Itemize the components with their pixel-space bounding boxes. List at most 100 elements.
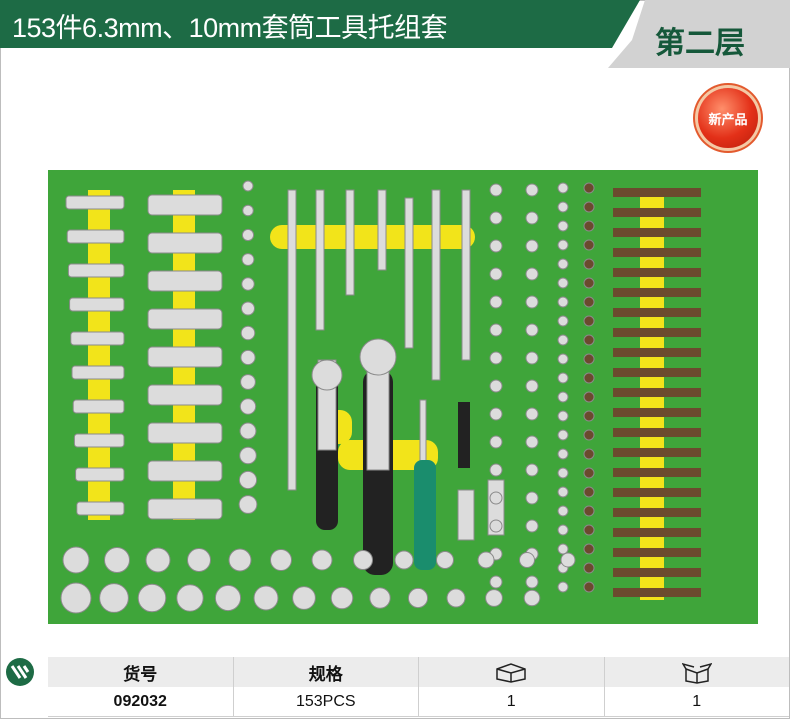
box-open-icon (681, 662, 712, 684)
socket (76, 501, 125, 516)
bit-socket (525, 435, 539, 449)
universal-joint (457, 489, 475, 541)
bit (583, 581, 595, 593)
bit (557, 315, 569, 327)
socket (187, 548, 211, 572)
deep-socket (147, 422, 223, 444)
bit (557, 220, 569, 232)
socket (241, 253, 255, 266)
ratchet-head (366, 359, 390, 471)
bit (557, 277, 569, 289)
bit-socket (489, 463, 503, 477)
bit (583, 448, 595, 460)
long-bit (613, 348, 701, 357)
bit-socket (489, 295, 503, 309)
bit-socket (489, 239, 503, 253)
bit (583, 391, 595, 403)
item-qty-carton: 1 (604, 687, 789, 717)
socket (75, 467, 125, 482)
bit-socket (525, 295, 539, 309)
socket (241, 228, 255, 242)
table-header-row: 货号 规格 (48, 657, 789, 687)
socket (67, 263, 125, 278)
bit (557, 410, 569, 422)
long-bit (613, 448, 701, 457)
bit (583, 220, 595, 232)
item-code: 092032 (48, 687, 234, 717)
long-bit (613, 588, 701, 597)
screwdriver-shaft (419, 399, 427, 466)
socket (69, 297, 125, 312)
page-title: 153件6.3mm、10mm套筒工具托组套 (12, 13, 448, 43)
header-item-code: 货号 (48, 657, 234, 687)
socket (239, 422, 257, 440)
holder-strip (270, 225, 475, 249)
bit (583, 543, 595, 555)
brand-logo-icon (6, 658, 34, 686)
bit (583, 239, 595, 251)
bit (557, 581, 569, 593)
bit (557, 334, 569, 346)
bit-socket (525, 575, 539, 589)
socket (104, 547, 130, 573)
socket (241, 277, 255, 291)
long-bit (613, 528, 701, 537)
item-spec: 153PCS (233, 687, 419, 717)
bit (557, 182, 569, 194)
bit (557, 353, 569, 365)
bit (557, 429, 569, 441)
long-bit (613, 468, 701, 477)
socket (560, 552, 576, 568)
bit (583, 486, 595, 498)
bit (557, 505, 569, 517)
bit (583, 372, 595, 384)
extension-bar (345, 189, 355, 296)
deep-socket (147, 194, 223, 216)
bit-socket (525, 211, 539, 225)
header-spec: 规格 (234, 657, 419, 687)
socket (66, 229, 125, 244)
ratchet-head (311, 359, 343, 391)
bit-socket (525, 183, 539, 197)
socket (71, 365, 125, 380)
long-bit (613, 548, 701, 557)
socket (62, 546, 90, 574)
socket (519, 552, 535, 568)
socket (60, 582, 92, 614)
bit (583, 429, 595, 441)
socket (73, 433, 125, 448)
socket (270, 549, 292, 571)
bit-socket (489, 183, 503, 197)
socket (240, 374, 256, 390)
box-closed-icon (496, 663, 526, 683)
deep-socket (147, 498, 223, 520)
extension-bar (315, 189, 325, 331)
bit-socket (525, 463, 539, 477)
long-bit (613, 388, 701, 397)
long-bit (613, 188, 701, 197)
socket (70, 331, 125, 346)
ratchet-head (359, 338, 397, 376)
bit (583, 201, 595, 213)
bit (557, 239, 569, 251)
long-bit (613, 228, 701, 237)
long-bit (613, 248, 701, 257)
bit (557, 258, 569, 270)
socket (72, 399, 125, 414)
long-bit (613, 288, 701, 297)
bit-socket (525, 491, 539, 505)
bit-socket (489, 379, 503, 393)
bit (583, 353, 595, 365)
bit (557, 486, 569, 498)
header-box (419, 657, 605, 687)
extension-bar (377, 189, 387, 271)
deep-socket (147, 460, 223, 482)
bit (557, 296, 569, 308)
socket (436, 551, 454, 569)
title-banner (0, 0, 790, 68)
bit (557, 467, 569, 479)
long-bit (613, 488, 701, 497)
bit-socket (489, 323, 503, 337)
bit-holder (458, 402, 470, 468)
socket (485, 589, 503, 607)
